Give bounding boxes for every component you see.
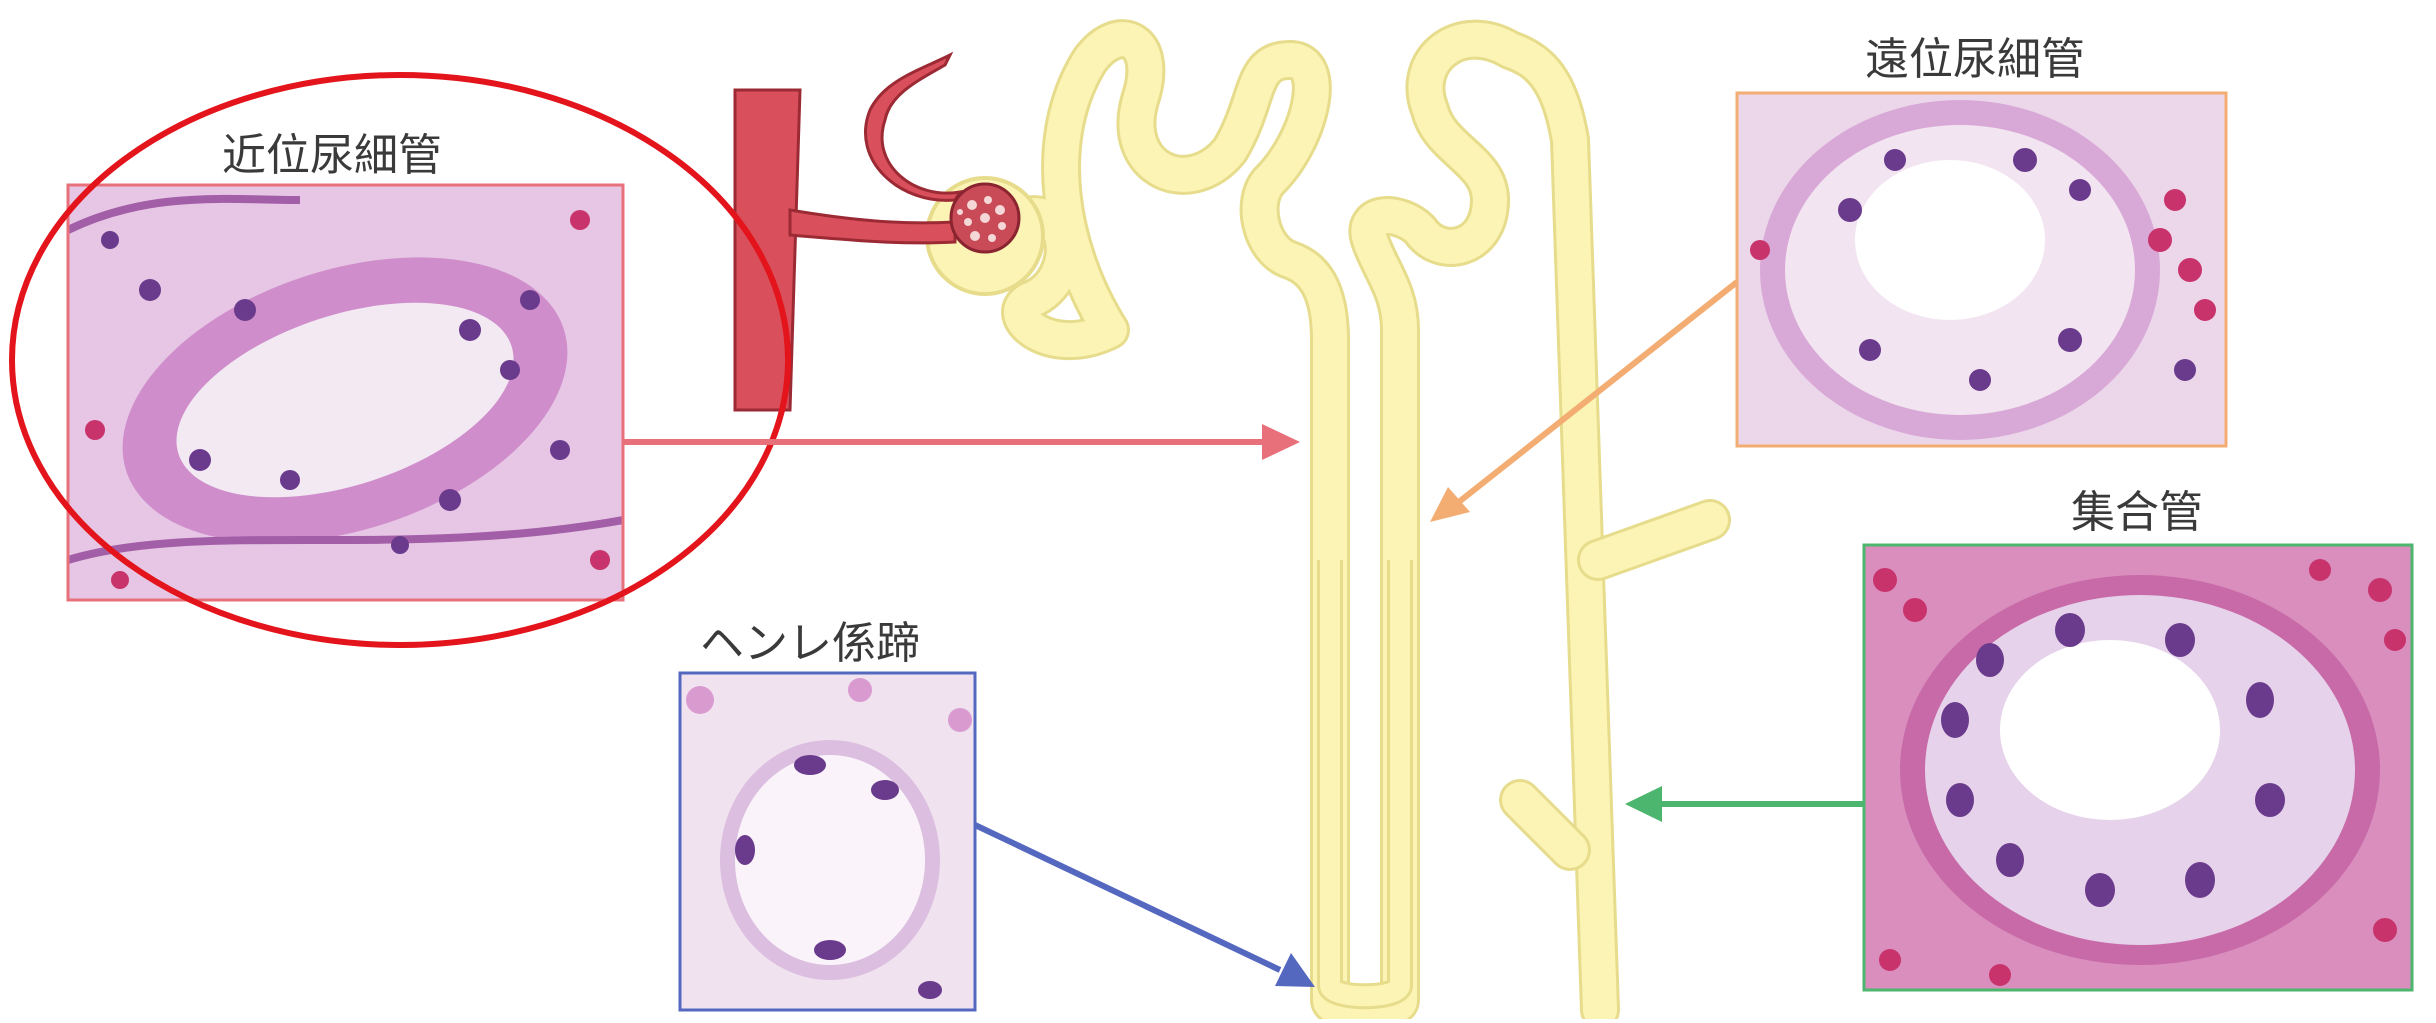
glomerulus-icon	[951, 184, 1019, 252]
collecting-label: 集合管	[2071, 487, 2203, 538]
collecting-duct-micrograph	[1864, 545, 2412, 990]
distal-label: 遠位尿細管	[1865, 34, 2085, 85]
nephron-tubule	[927, 39, 1710, 1011]
proximal-label: 近位尿細管	[222, 130, 442, 181]
henle-loop-micrograph	[680, 673, 975, 1010]
efferent-arteriole	[866, 55, 960, 200]
henle-label: ヘンレ係蹄	[700, 618, 920, 669]
henle-arrow	[975, 825, 1315, 987]
collecting-arrow	[1625, 786, 1864, 822]
blood-vessels	[735, 55, 960, 410]
proximal-tubule-micrograph	[68, 185, 623, 600]
proximal-arrow	[623, 424, 1300, 460]
distal-tubule-micrograph	[1737, 93, 2226, 446]
henle-loop-thin	[1330, 560, 1400, 996]
